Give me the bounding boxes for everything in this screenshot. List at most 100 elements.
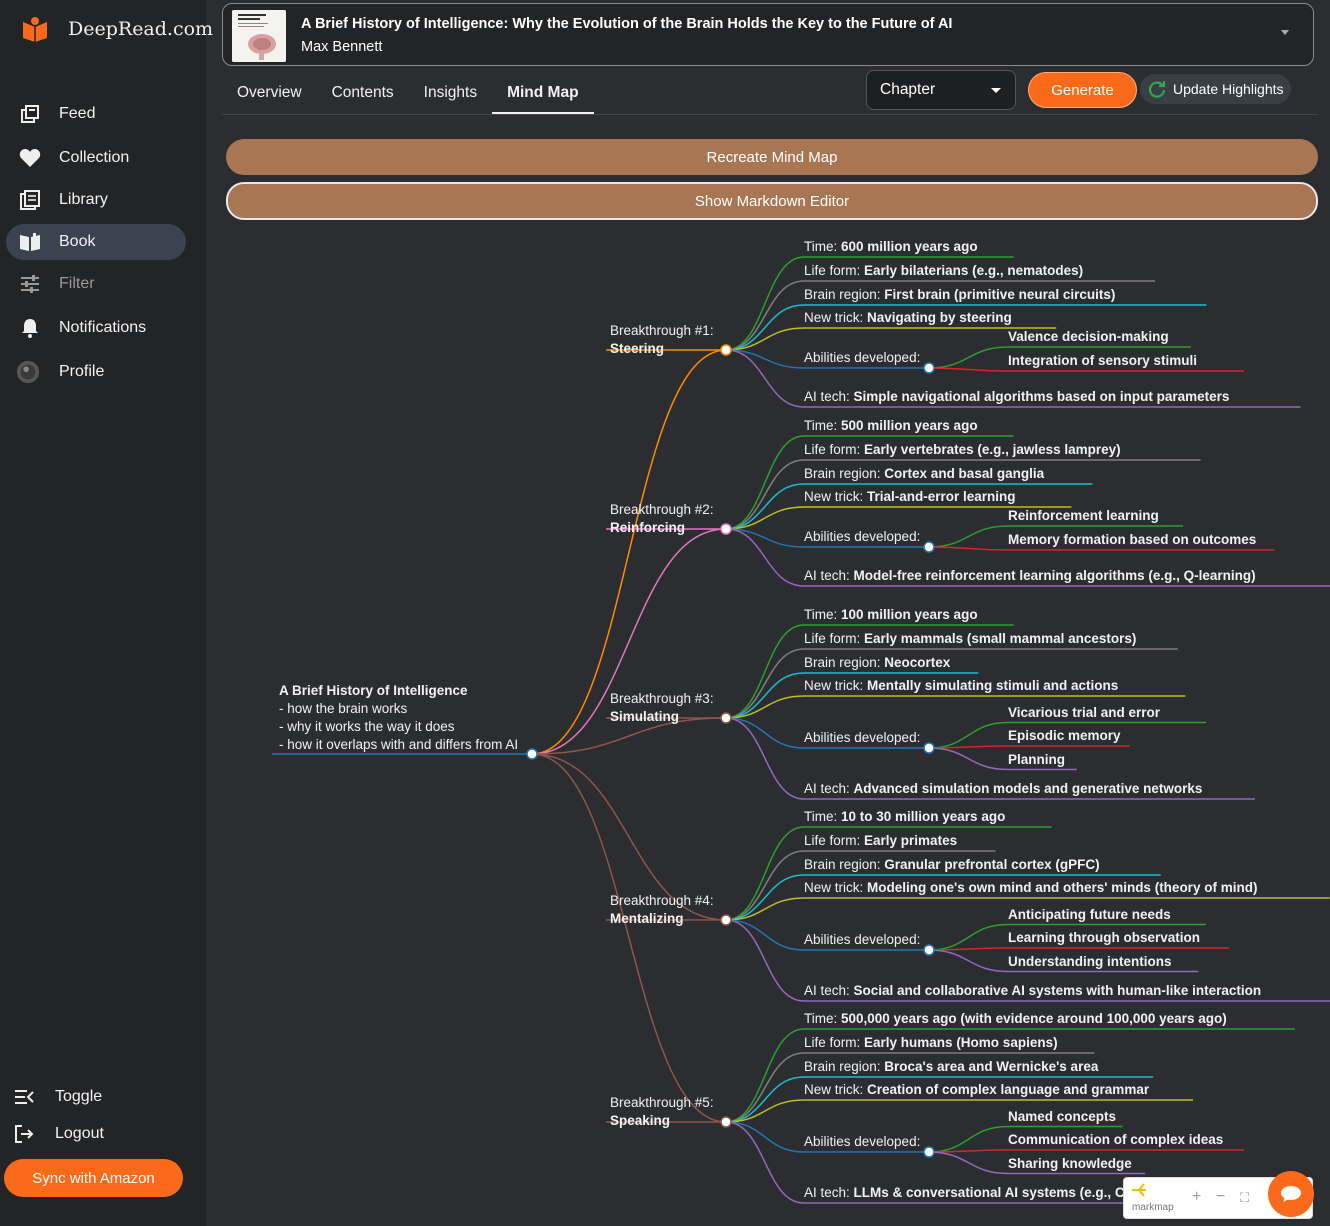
ability-edge — [928, 1151, 1009, 1175]
breakthrough-node[interactable] — [720, 344, 732, 356]
mind-map-edges — [272, 256, 1330, 1204]
leaf-item: Time: 600 million years ago — [804, 239, 978, 254]
root-title: A Brief History of Intelligence — [279, 683, 468, 698]
sidebar-item-library[interactable]: Library — [6, 182, 186, 218]
chevron-down-icon — [991, 88, 1001, 93]
branch-edge — [531, 753, 727, 1123]
breakthrough-node[interactable] — [720, 523, 732, 535]
tab-mind-map[interactable]: Mind Map — [492, 72, 595, 114]
generate-button[interactable]: Generate — [1028, 72, 1137, 108]
abilities-label: Abilities developed: — [804, 1134, 921, 1149]
fit-icon[interactable]: ⛶ — [1240, 1190, 1250, 1205]
toggle-icon — [14, 1089, 36, 1105]
ability-edge — [928, 949, 1009, 973]
breakthrough-label: Breakthrough #2: — [610, 502, 714, 517]
sidebar-item-feed[interactable]: Feed — [6, 96, 186, 132]
chapter-select[interactable]: Chapter — [866, 70, 1016, 110]
sidebar-item-filter[interactable]: Filter — [6, 266, 186, 302]
leaf-edge — [725, 349, 805, 369]
sidebar-item-label: Filter — [59, 275, 95, 292]
leaf-edge — [725, 528, 805, 587]
ability-node[interactable] — [923, 944, 935, 956]
zoom-in-icon[interactable]: + — [1192, 1188, 1202, 1205]
leaf-item: Life form: Early mammals (small mammal a… — [804, 631, 1137, 646]
leaf-edge — [725, 717, 805, 800]
leaf-edge — [725, 717, 805, 749]
breakthrough-name: Speaking — [610, 1113, 671, 1128]
sidebar-item-label: Collection — [59, 149, 130, 166]
chat-button[interactable] — [1268, 1171, 1314, 1217]
leaf-edge — [725, 624, 805, 719]
leaf-item: New trick: Navigating by steering — [804, 310, 1012, 325]
leaf-edge — [725, 349, 805, 408]
leaf-edge — [725, 483, 805, 530]
mind-map[interactable]: A Brief History of Intelligence- how the… — [222, 225, 1330, 1226]
leaf-edge — [725, 435, 805, 530]
sidebar-item-notifications[interactable]: Notifications — [6, 310, 186, 346]
leaf-item: AI tech: Model-free reinforcement learni… — [804, 568, 1256, 583]
ability-item: Reinforcement learning — [1008, 508, 1159, 523]
leaf-edge — [725, 826, 805, 921]
leaf-edge — [725, 648, 805, 719]
bell-icon — [18, 316, 42, 340]
update-highlights-button[interactable]: Update Highlights — [1140, 74, 1291, 104]
breakthrough-name: Reinforcing — [610, 520, 686, 535]
book-icon — [18, 230, 42, 254]
ability-node[interactable] — [923, 362, 935, 374]
leaf-item: Life form: Early primates — [804, 833, 958, 848]
show-markdown-editor-button[interactable]: Show Markdown Editor — [226, 182, 1318, 220]
leaf-item: Time: 500,000 years ago (with evidence a… — [804, 1011, 1227, 1026]
sidebar-item-collection[interactable]: Collection — [6, 140, 186, 176]
abilities-label: Abilities developed: — [804, 350, 921, 365]
tab-overview[interactable]: Overview — [237, 84, 302, 101]
breakthrough-node[interactable] — [720, 1116, 732, 1128]
leaf-edge — [725, 1099, 805, 1123]
ability-node[interactable] — [923, 742, 935, 754]
leaf-item: New trick: Mentally simulating stimuli a… — [804, 678, 1119, 693]
breakthrough-node[interactable] — [720, 712, 732, 724]
tab-insights[interactable]: Insights — [423, 84, 478, 101]
breakthrough-label: Breakthrough #4: — [610, 893, 714, 908]
logout-button[interactable]: Logout — [14, 1122, 104, 1146]
logo[interactable]: DeepRead.com — [20, 12, 213, 46]
sync-amazon-button[interactable]: Sync with Amazon — [4, 1159, 183, 1197]
zoom-out-icon[interactable]: − — [1216, 1188, 1226, 1205]
leaf-edge — [725, 897, 805, 921]
breakthrough-node[interactable] — [720, 914, 732, 926]
ability-item: Named concepts — [1008, 1108, 1117, 1124]
ability-node[interactable] — [923, 541, 935, 553]
breakthrough-label: Breakthrough #5: — [610, 1095, 714, 1110]
leaf-edge — [725, 327, 805, 351]
root-node[interactable] — [526, 748, 538, 760]
ability-node[interactable] — [923, 1146, 935, 1158]
breakthrough-label: Breakthrough #1: — [610, 323, 714, 338]
ability-edge — [928, 923, 1009, 951]
breakthrough-name: Steering — [610, 341, 665, 356]
ability-item: Sharing knowledge — [1008, 1155, 1132, 1171]
leaf-item: Time: 10 to 30 million years ago — [804, 809, 1006, 824]
update-highlights-label: Update Highlights — [1173, 81, 1284, 97]
leaf-item: Brain region: Cortex and basal ganglia — [804, 466, 1045, 481]
divider — [222, 114, 1318, 115]
sidebar-item-profile[interactable]: Profile — [6, 354, 186, 390]
ability-edge — [928, 546, 1009, 551]
toggle-button[interactable]: Toggle — [14, 1085, 102, 1109]
logout-label: Logout — [55, 1125, 104, 1142]
leaf-item: Time: 500 million years ago — [804, 418, 978, 433]
leaf-edge — [725, 1028, 805, 1123]
chevron-down-icon[interactable] — [1281, 30, 1289, 35]
ability-edge — [928, 721, 1009, 749]
tab-contents[interactable]: Contents — [331, 84, 394, 101]
sidebar-item-book[interactable]: Book — [6, 224, 186, 260]
leaf-item: Life form: Early humans (Homo sapiens) — [804, 1035, 1058, 1050]
branch-edge — [531, 349, 727, 755]
ability-item: Communication of complex ideas — [1008, 1132, 1224, 1147]
book-selector[interactable]: A Brief History of Intelligence: Why the… — [222, 3, 1314, 66]
feed-icon — [18, 102, 42, 126]
leaf-item: AI tech: Social and collaborative AI sys… — [804, 983, 1262, 998]
ability-item: Memory formation based on outcomes — [1008, 532, 1257, 547]
markmap-logo-icon — [1132, 1183, 1146, 1197]
recreate-mind-map-button[interactable]: Recreate Mind Map — [226, 139, 1318, 175]
leaf-edge — [725, 256, 805, 351]
leaf-edge — [725, 695, 805, 719]
